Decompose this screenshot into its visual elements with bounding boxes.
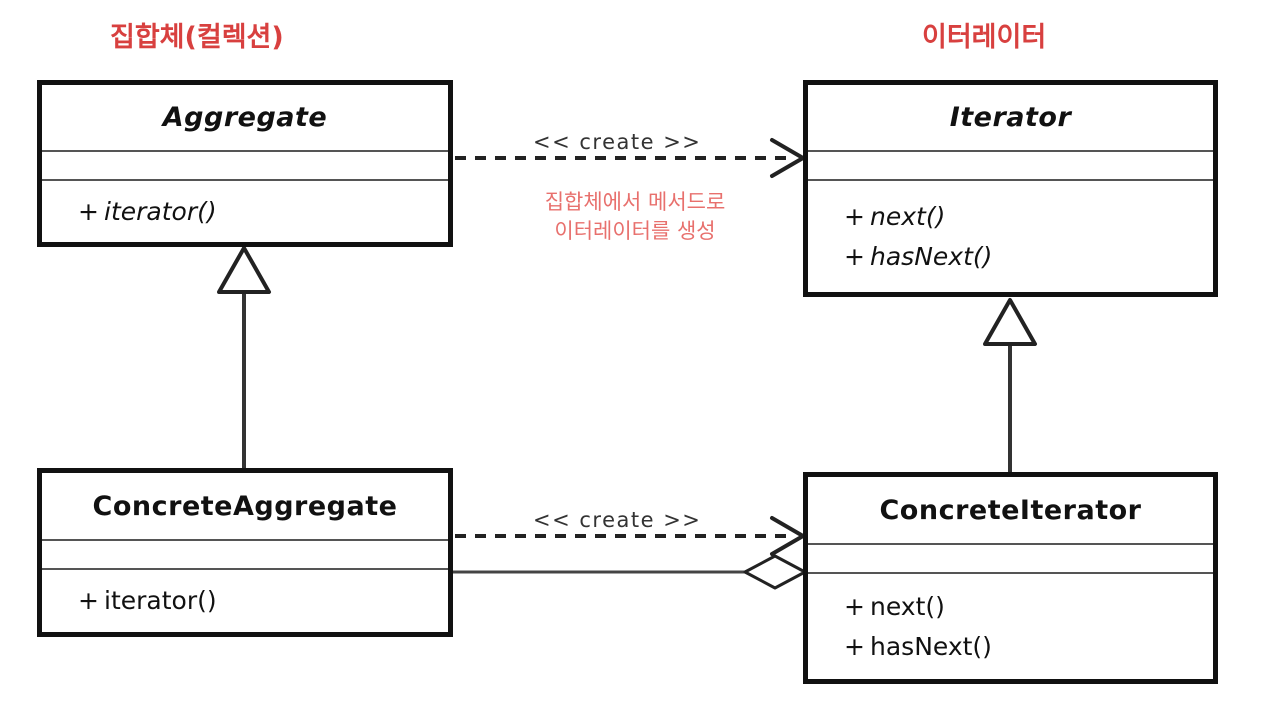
operation-row: +iterator() [78,192,448,232]
stereotype-label-create-bottom: << create >> [533,508,702,532]
operation-signature: hasNext() [870,631,992,661]
class-name-iterator: Iterator [808,85,1213,152]
operation-row: +next() [844,197,1213,237]
class-operations-aggregate: +iterator() [42,181,448,242]
visibility-marker: + [78,586,99,615]
operation-signature: next() [870,591,945,621]
hollow-diamond-icon [743,554,807,590]
hollow-triangle-icon-right [983,298,1037,346]
class-attributes-iterator [808,152,1213,181]
class-attributes-concrete-iterator [808,545,1213,574]
annotation-note-create: 집합체에서 메서드로 이터레이터를 생성 [500,188,770,246]
open-arrowhead-iterator [770,138,805,178]
operation-row: +next() [844,587,1213,627]
class-attributes-aggregate [42,152,448,181]
visibility-marker: + [844,631,865,661]
operation-row: +iterator() [78,581,448,621]
class-box-concrete-iterator[interactable]: ConcreteIterator +next() +hasNext() [803,472,1218,684]
operation-row: +hasNext() [844,237,1213,277]
visibility-marker: + [844,241,865,271]
operation-row: +hasNext() [844,627,1213,667]
class-operations-concrete-aggregate: +iterator() [42,570,448,632]
operation-signature: iterator() [104,196,217,226]
operation-signature: iterator() [104,586,217,615]
class-name-concrete-iterator: ConcreteIterator [808,477,1213,545]
class-operations-concrete-iterator: +next() +hasNext() [808,574,1213,679]
visibility-marker: + [78,196,99,226]
class-box-iterator[interactable]: Iterator +next() +hasNext() [803,80,1218,297]
class-box-aggregate[interactable]: Aggregate +iterator() [37,80,453,247]
class-attributes-concrete-aggregate [42,541,448,570]
class-name-aggregate: Aggregate [42,85,448,152]
hollow-triangle-icon-left [217,246,271,294]
group-title-iterator: 이터레이터 [922,22,1047,53]
open-arrowhead-concrete-iterator [770,516,805,556]
annotation-note-line: 이터레이터를 생성 [554,219,716,243]
operation-signature: next() [870,201,946,231]
annotation-note-line: 집합체에서 메서드로 [544,190,726,214]
class-box-concrete-aggregate[interactable]: ConcreteAggregate +iterator() [37,468,453,637]
class-name-concrete-aggregate: ConcreteAggregate [42,473,448,541]
visibility-marker: + [844,591,865,621]
stereotype-label-create-top: << create >> [533,130,702,154]
group-title-aggregate: 집합체(컬렉션) [110,22,284,53]
visibility-marker: + [844,201,865,231]
operation-signature: hasNext() [870,241,993,271]
class-operations-iterator: +next() +hasNext() [808,181,1213,292]
